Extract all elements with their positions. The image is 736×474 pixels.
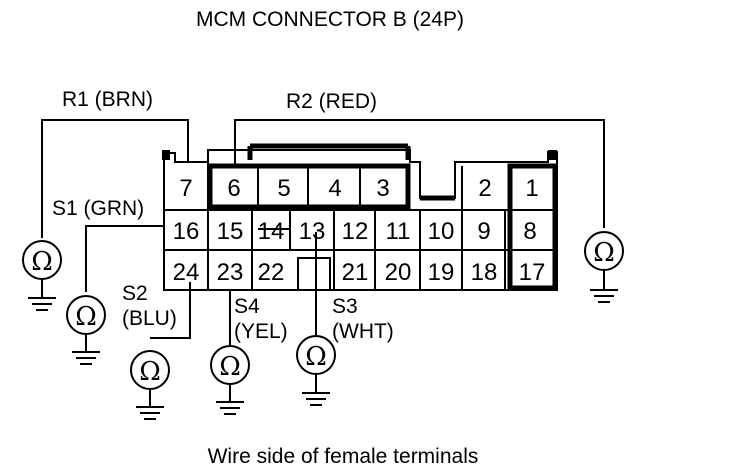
terminal-2: 2	[478, 175, 491, 202]
terminal-5: 5	[277, 175, 290, 202]
terminal-20: 20	[385, 259, 412, 286]
ohm-symbol: Ω	[75, 302, 97, 332]
ground-icon	[216, 401, 244, 415]
ohmmeter-s3: Ω	[296, 335, 336, 393]
terminal-24: 24	[173, 259, 200, 286]
terminal-22: 22	[258, 259, 285, 286]
terminal-8: 8	[523, 218, 536, 245]
ohm-symbol: Ω	[219, 352, 241, 382]
wire-label-s3-color: (WHT)	[332, 320, 394, 343]
wire-label-s4: S4	[234, 295, 260, 318]
ohm-symbol: Ω	[139, 357, 161, 387]
terminal-10: 10	[428, 218, 455, 245]
diagram-caption: Wire side of female terminals	[208, 445, 479, 468]
terminal-13: 13	[299, 218, 326, 245]
wire-label-s2-color: (BLU)	[122, 307, 177, 330]
terminal-1: 1	[525, 175, 538, 202]
wire-label-s4-color: (YEL)	[234, 320, 288, 343]
wire-label-r1: R1 (BRN)	[62, 88, 153, 111]
terminal-15: 15	[217, 218, 244, 245]
terminal-23: 23	[217, 259, 244, 286]
wire-label-s1: S1 (GRN)	[52, 197, 144, 220]
ohm-symbol: Ω	[593, 238, 615, 268]
ohmmeter-s2: Ω	[130, 350, 170, 407]
terminal-4: 4	[328, 175, 341, 202]
wire-label-s3: S3	[332, 295, 358, 318]
ohmmeter-r1: Ω	[22, 240, 62, 298]
connector-body	[162, 143, 558, 291]
ohmmeter-s1: Ω	[66, 295, 106, 352]
ohmmeter-s4: Ω	[210, 345, 250, 402]
wire-label-s2: S2	[122, 282, 148, 305]
ground-icon	[302, 392, 330, 406]
terminal-3: 3	[376, 175, 389, 202]
terminal-18: 18	[471, 259, 498, 286]
ground-icon	[72, 351, 100, 365]
ohmmeter-r2: Ω	[584, 231, 624, 290]
terminal-6: 6	[227, 175, 240, 202]
terminal-14: 14	[258, 218, 285, 245]
terminal-17: 17	[519, 259, 546, 286]
ohm-symbol: Ω	[31, 247, 53, 277]
probe-wires	[41, 119, 605, 345]
ground-icon	[590, 289, 618, 303]
ground-icon	[136, 406, 164, 420]
terminal-numbers: 7 6 5 4 3 2 1 16 15 14 13 12 11 10 9 8 2…	[173, 175, 546, 286]
ohm-symbol: Ω	[305, 342, 327, 372]
terminal-16: 16	[173, 218, 200, 245]
terminal-7: 7	[179, 175, 192, 202]
terminal-9: 9	[477, 218, 490, 245]
terminal-11: 11	[386, 218, 411, 245]
diagram-title: MCM CONNECTOR B (24P)	[196, 8, 464, 31]
terminal-19: 19	[428, 259, 455, 286]
ground-icon	[28, 297, 56, 311]
wire-label-r2: R2 (RED)	[286, 90, 377, 113]
terminal-12: 12	[342, 218, 369, 245]
terminal-21: 21	[342, 259, 369, 286]
